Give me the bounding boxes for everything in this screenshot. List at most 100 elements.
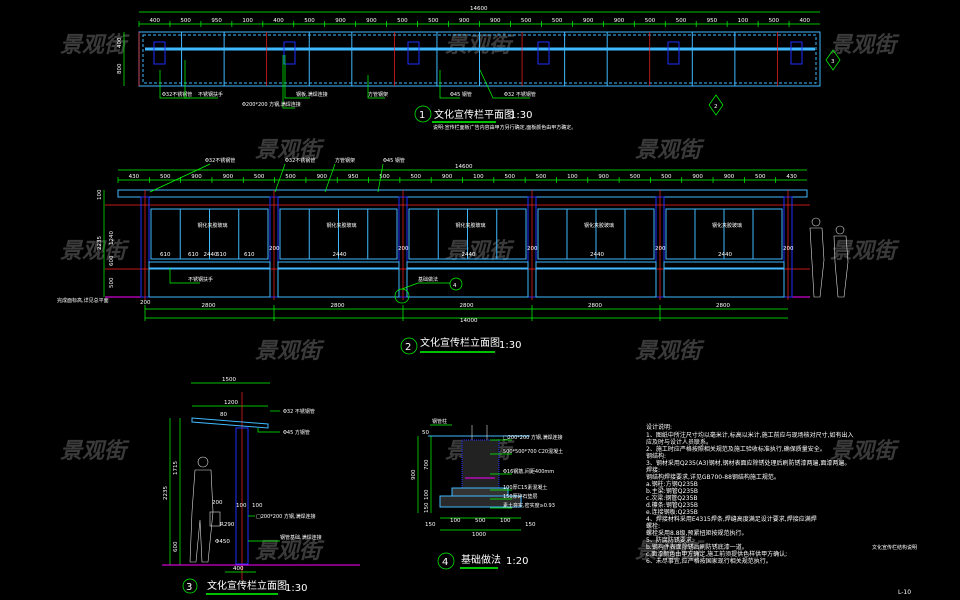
notes-line: 3、钢材采用Q235(A3)钢材,钢材表面应除锈处理后刷防锈漆两遍,面漆两遍。 (646, 459, 850, 467)
plan-dim: 400 (149, 18, 160, 24)
elevation-dim: 900 (692, 174, 703, 180)
elev-left-dim: 600 (109, 255, 115, 266)
notes-line: 应及时与设计人员联系。 (646, 438, 712, 446)
design-notes: 设计说明: 1、图纸中所注尺寸均以毫米计,标高以米计,施工前应与现场核对尺寸,如… (646, 423, 917, 596)
sub-dim: 610 (216, 252, 227, 258)
plan-dim: 500 (769, 18, 780, 24)
elev-top-label: Φ32不锈钢管 (285, 157, 315, 164)
section-dim-top: 1200 (224, 400, 238, 406)
elevation-dim: 900 (724, 174, 735, 180)
foundation-label: 150厚碎石垫层 (503, 493, 538, 500)
foundation-bottom-dim: 100 (500, 518, 511, 524)
elev-left-dim: 500 (109, 277, 115, 288)
notes-line: 螺栓: (646, 522, 660, 530)
panel-width: 2440 (204, 252, 218, 258)
person-figures (809, 217, 849, 298)
section-label: Φ45 方钢管 (283, 429, 310, 436)
elevation-dim: 500 (411, 174, 422, 180)
plan-dim: 500 (304, 18, 315, 24)
plan-label: Φ45 钢管 (450, 91, 472, 98)
elev-left-dim: 2235 (97, 236, 103, 250)
foundation-left-dim: 150 (424, 502, 430, 513)
sheet-number: L-10 (898, 589, 911, 596)
plan-dim: 900 (335, 18, 346, 24)
handrail (148, 261, 271, 269)
elevation-dim: 100 (473, 174, 484, 180)
plan-dim: 900 (583, 18, 594, 24)
plan-post (790, 41, 803, 65)
section-left-dim: 1715 (173, 461, 179, 475)
foundation-bottom-total: 1000 (472, 532, 486, 538)
panel-label: 钢化夹胶玻璃 (584, 222, 614, 229)
elev-top-label: 方管钢架 (335, 157, 355, 164)
plan-dim: 500 (552, 18, 563, 24)
plan-dim: 900 (459, 18, 470, 24)
plan-dim: 400 (273, 18, 284, 24)
foundation-top-label: 钢管柱 (432, 418, 447, 425)
section-angle-label: R290 (220, 522, 235, 528)
plan-label: Φ32 不锈钢管 (504, 91, 536, 98)
plan-posts (138, 32, 821, 86)
elev-left-dim: 100 (97, 189, 103, 200)
plan-dim: 950 (211, 18, 222, 24)
section-left-dim: 600 (173, 541, 179, 552)
panel-width: 2440 (333, 252, 347, 258)
elevation-dim: 500 (160, 174, 171, 180)
elevation-dim: 500 (379, 174, 390, 180)
elevation-bottom-dim: 2800 (331, 303, 345, 309)
base-panel (535, 268, 657, 298)
section-label: 钢管基础,满焊连接 (280, 534, 322, 541)
plan-dim: 400 (800, 18, 811, 24)
foundation-number: 4 (442, 557, 448, 568)
notes-line: 4、焊接材料采用E4315焊条,焊缝高度满足设计要求,焊接应满焊 (646, 515, 817, 523)
notes-line: c.次梁:钢管Q235B (646, 494, 698, 502)
notes-line: b.主梁:钢管Q235B (646, 487, 698, 495)
plan-dim: 900 (614, 18, 625, 24)
watermark: 景观街 (635, 138, 705, 163)
elevation-bottom-dim: 2800 (460, 303, 474, 309)
notes-line: d.檩条:钢管Q235B (646, 501, 698, 509)
elevation-dim: 500 (630, 174, 641, 180)
watermarks: 景观街 景观街 景观街 景观街 景观街 景观街 景观街 景观街 景观街 景观街 … (60, 33, 900, 564)
watermark: 景观街 (255, 138, 325, 163)
watermark: 景观街 (830, 439, 900, 464)
notes-line: 钢结构焊接要求,详见GB700-88钢结构施工规范。 (646, 473, 780, 481)
plan-dim: 500 (521, 18, 532, 24)
foundation-label: 500*500*700 C20混凝土 (503, 448, 563, 455)
panel-width: 2440 (718, 252, 732, 258)
plan-note: 说明:宣传栏面板广告内容由甲方另行确定,面板颜色由甲方确定。 (433, 124, 576, 131)
elevation-number: 2 (405, 342, 411, 353)
elev-detail-ref: 4 (453, 283, 457, 289)
elevation-dim: 500 (504, 174, 515, 180)
foundation-bottom-dim: 150 (525, 522, 536, 528)
handrail (535, 261, 657, 269)
plan-dim: 900 (366, 18, 377, 24)
elevation-dim: 430 (129, 174, 140, 180)
plan-dim: 500 (180, 18, 191, 24)
post-dim: 200 (655, 246, 666, 252)
watermark: 景观街 (445, 239, 515, 264)
elev-top-label: Φ32不锈钢管 (205, 157, 235, 164)
person-figure (189, 456, 221, 563)
post-dim: 200 (398, 246, 409, 252)
plan-label: Φ32不锈钢管 (162, 91, 192, 98)
elevation-dim: 500 (254, 174, 265, 180)
plan-post (537, 41, 550, 65)
sub-dim: 610 (244, 252, 255, 258)
elevation-dim: 900 (223, 174, 234, 180)
watermark: 景观街 (445, 33, 515, 58)
plan-dim: 900 (490, 18, 501, 24)
section-view: 1500 1200 80 Φ32 不锈钢管 Φ45 方钢管 □200*200 方… (162, 377, 360, 595)
plan-post (153, 41, 166, 65)
watermark: 景观街 (60, 33, 130, 58)
plan-scale: 1:30 (510, 110, 532, 121)
plan-label: 钢板,满焊连接 (296, 91, 328, 98)
post-dim: 200 (269, 246, 280, 252)
section-title: 文化宣传栏立面图 (207, 579, 287, 592)
foundation-left-dim: 700 (424, 459, 430, 470)
post-dim: 200 (527, 246, 538, 252)
section-angle-label: Φ450 (215, 539, 230, 545)
